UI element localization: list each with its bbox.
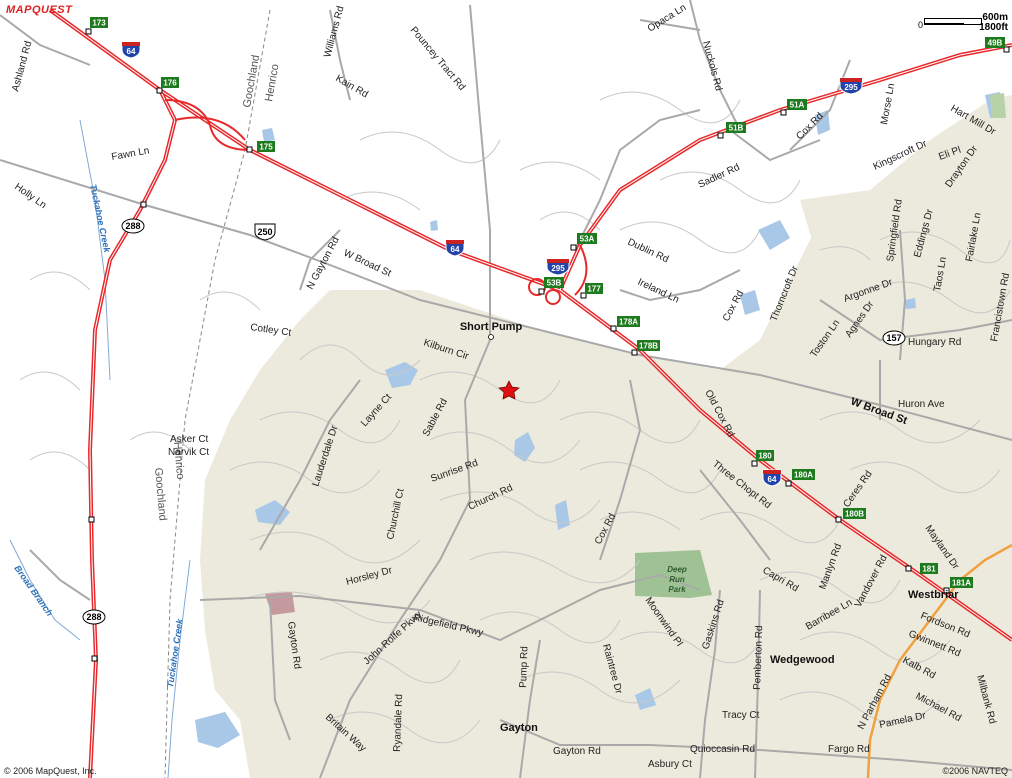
scale-metric-label: 600m xyxy=(982,12,1008,23)
exit-51b-label: 51B xyxy=(729,124,744,133)
exit-badge-180: 180 xyxy=(756,450,774,461)
road-label-huron-ave: Huron Ave xyxy=(898,399,945,410)
road-label-tracy-ct: Tracy Ct xyxy=(722,710,760,721)
us250-shield-label: 250 xyxy=(257,227,272,237)
scale-zero: 0 xyxy=(918,20,924,30)
i64-shield-label-a: 64 xyxy=(127,47,136,56)
exit-53a-label: 53A xyxy=(580,235,595,244)
road-label-asbury-ct: Asbury Ct xyxy=(648,759,692,770)
interstate-shield-icon: 295 xyxy=(546,258,570,276)
road-label-narvik-ct: Narvik Ct xyxy=(168,447,209,458)
exit-badge-49b: 49B xyxy=(985,37,1005,48)
interstate-shield-icon: 64 xyxy=(121,41,141,59)
exit-badge-51b: 51B xyxy=(726,122,746,133)
mapquest-logo[interactable]: MAPQUEST xyxy=(6,4,73,16)
road-label-asker-ct: Asker Ct xyxy=(170,434,209,445)
exit-badge-175: 175 xyxy=(257,141,275,152)
exit-178a-label: 178A xyxy=(619,318,638,327)
county-henrico-bottom: Henrico xyxy=(171,441,186,480)
sr288-label-a: 288 xyxy=(125,221,140,231)
deep-run-park xyxy=(635,550,712,598)
road-label-ryandale-rd: Ryandale Rd xyxy=(392,694,405,752)
exit-badge-53b: 53B xyxy=(544,277,564,288)
interstate-shield-icon: 64 xyxy=(762,469,782,487)
n-parham-rd-line xyxy=(866,543,1012,778)
pouncey-tract-line xyxy=(469,4,491,340)
interstate-shields: 64 64 64 295 295 xyxy=(121,41,863,487)
exit-badge-180b: 180B xyxy=(843,508,866,519)
exit-badge-181a: 181A xyxy=(950,577,973,588)
park-label: Deep Run Park xyxy=(667,565,687,594)
scale-imperial-label: 1800ft xyxy=(979,22,1008,33)
creeks xyxy=(9,119,191,778)
state-route-oval-icon: 288 xyxy=(121,218,145,234)
minor-roads xyxy=(19,91,1011,744)
park-label-line3: Park xyxy=(668,585,686,594)
road-label-fargo-rd: Fargo Rd xyxy=(828,744,870,755)
exit-173-label: 173 xyxy=(92,19,106,28)
exit-181-label: 181 xyxy=(922,565,936,574)
exit-53b-label: 53B xyxy=(547,279,562,288)
junction-markers xyxy=(85,28,1010,662)
scale-bar: 0 600m 1800ft xyxy=(918,12,1008,34)
exit-badge-177: 177 xyxy=(585,283,603,294)
state-route-ovals: 288 288 157 xyxy=(82,218,906,625)
place-westbriar[interactable]: Westbriar xyxy=(908,589,959,601)
exit-180b-label: 180B xyxy=(845,510,864,519)
exit-badge-53a: 53A xyxy=(577,233,597,244)
us-route-shield-icon: 250 xyxy=(254,223,276,241)
park-small-ne xyxy=(990,93,1006,118)
place-labels: Short Pump Westbriar Wedgewood Gayton xyxy=(460,321,959,734)
park-label-line2: Run xyxy=(669,575,685,584)
road-label-pemberton-rd: Pemberton Rd xyxy=(752,625,765,690)
i295-shield-label-b: 295 xyxy=(844,83,858,92)
copyright-mapquest: © 2006 MapQuest, Inc. xyxy=(4,766,97,776)
county-line xyxy=(164,9,271,778)
exit-badge-178b: 178B xyxy=(637,340,660,351)
exit-180a-label: 180A xyxy=(794,471,813,480)
interstate-shield-icon: 64 xyxy=(445,239,465,257)
interstate-shield-icon: 295 xyxy=(839,77,863,95)
exit-178b-label: 178B xyxy=(639,342,658,351)
exit-49b-label: 49B xyxy=(988,39,1003,48)
park-label-line1: Deep xyxy=(667,565,687,574)
state-route-oval-icon: 288 xyxy=(82,609,106,625)
exit-badge-178a: 178A xyxy=(617,316,640,327)
exit-177-label: 177 xyxy=(587,285,601,294)
exit-badge-176: 176 xyxy=(161,77,179,88)
exit-badge-173: 173 xyxy=(90,17,108,28)
exit-51a-label: 51A xyxy=(790,101,805,110)
exit-badge-180a: 180A xyxy=(792,469,815,480)
exit-176-label: 176 xyxy=(163,79,177,88)
exit-180-label: 180 xyxy=(758,452,772,461)
county-goochland-bottom: Goochland xyxy=(152,467,169,521)
location-marker-star-icon[interactable] xyxy=(498,380,520,400)
exit-181a-label: 181A xyxy=(952,579,971,588)
sr288-label-b: 288 xyxy=(86,612,101,622)
sr157-label: 157 xyxy=(886,333,901,343)
place-short-pump[interactable]: Short Pump xyxy=(460,321,523,333)
road-label-gayton-rd-south: Gayton Rd xyxy=(553,746,601,757)
urban-area-ne xyxy=(800,95,1012,330)
state-route-oval-icon: 157 xyxy=(882,330,906,346)
road-label-hungary-rd: Hungary Rd xyxy=(908,337,961,348)
i64-shield-label-b: 64 xyxy=(451,245,460,254)
exit-badges: 173 176 175 177 178A 178B 180 180A 180B … xyxy=(90,17,1005,588)
i295-shield-label-a: 295 xyxy=(551,264,565,273)
i64-shield-label-c: 64 xyxy=(768,475,777,484)
scale-bar-imperial xyxy=(924,23,964,24)
place-gayton[interactable]: Gayton xyxy=(500,722,538,734)
road-label-quioccasin-rd: Quioccasin Rd xyxy=(690,744,755,755)
place-wedgewood[interactable]: Wedgewood xyxy=(770,654,835,666)
copyright-navteq: ©2006 NAVTEQ xyxy=(942,766,1009,776)
exit-badge-51a: 51A xyxy=(787,99,807,110)
scale-bar-metric xyxy=(924,18,982,25)
exit-badge-181: 181 xyxy=(920,563,938,574)
interchange-loops xyxy=(164,99,588,305)
road-label-pump-rd: Pump Rd xyxy=(518,646,530,688)
w-broad-st-line xyxy=(0,159,1012,441)
exit-175-label: 175 xyxy=(259,143,273,152)
